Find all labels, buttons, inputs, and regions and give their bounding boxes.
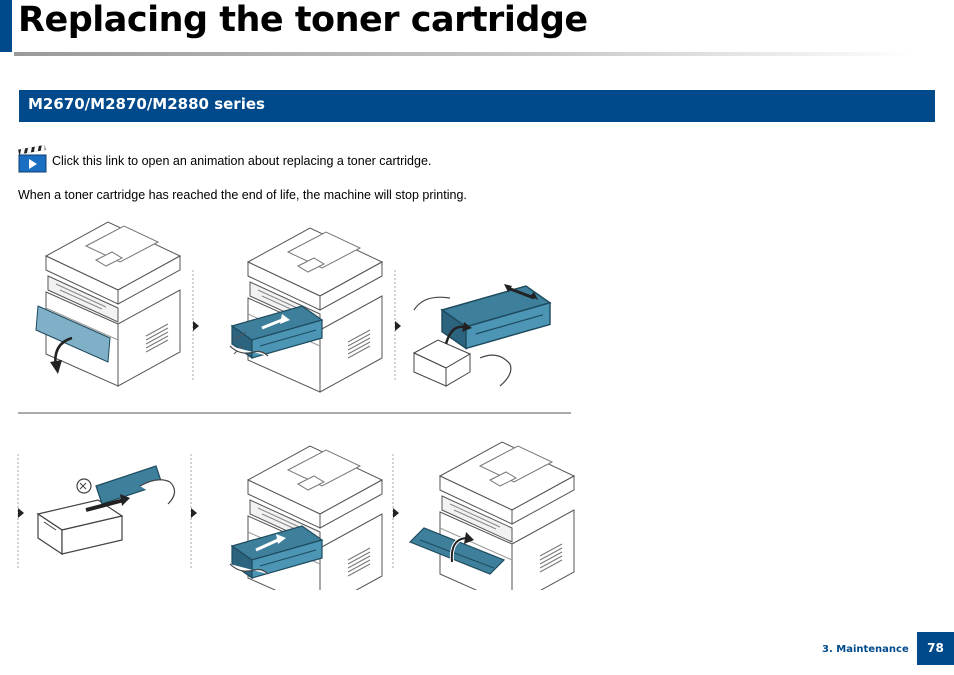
title-rule [14, 52, 914, 56]
animation-link-text[interactable]: Click this link to open an animation abo… [52, 154, 432, 168]
replacement-steps-illustration [17, 221, 575, 590]
page-number: 78 [917, 632, 954, 665]
body-paragraph: When a toner cartridge has reached the e… [18, 188, 467, 202]
title-accent-bar [0, 0, 12, 52]
video-clapperboard-icon[interactable] [18, 144, 48, 179]
page-title: Replacing the toner cartridge [18, 0, 588, 40]
footer-chapter-label: 3. Maintenance [822, 644, 909, 655]
animation-link-row[interactable]: Click this link to open an animation abo… [18, 144, 432, 179]
section-heading: M2670/M2870/M2880 series [19, 90, 935, 122]
